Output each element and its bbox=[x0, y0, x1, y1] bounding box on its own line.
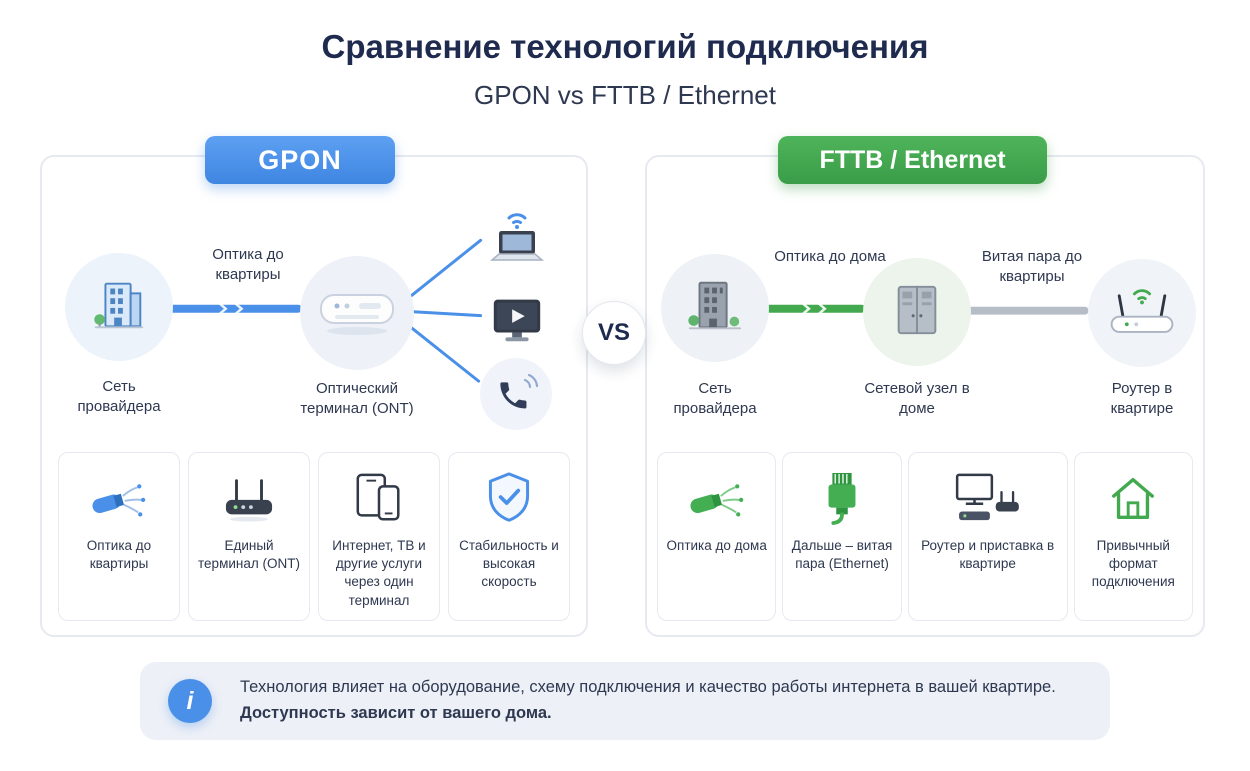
tv-play-icon bbox=[484, 289, 550, 349]
fttb-router-label: Роутер в квартире bbox=[1110, 380, 1174, 417]
tv-router-settop-icon bbox=[953, 467, 1023, 529]
gpon-connection-lines bbox=[162, 238, 483, 383]
building-gray-icon bbox=[684, 275, 746, 342]
laptop-wifi-icon bbox=[482, 195, 552, 279]
ont-router-icon bbox=[220, 467, 278, 529]
vs-badge: VS bbox=[582, 301, 646, 365]
gpon-panel: Сеть провайдера Оптика до квартиры Оптич… bbox=[40, 155, 588, 637]
card-label: Интернет, ТВ и другие услуги через один … bbox=[332, 538, 426, 608]
shield-check-icon bbox=[483, 467, 535, 529]
footer-note: i Технология влияет на оборудование, схе… bbox=[140, 662, 1110, 740]
page-subtitle: GPON vs FTTB / Ethernet bbox=[474, 80, 776, 110]
fttb-node-label: Сетевой узел в доме bbox=[864, 380, 970, 417]
fttb-provider-node bbox=[661, 254, 769, 362]
ont-modem-icon bbox=[315, 285, 399, 342]
card-label: Привычный формат подключения bbox=[1091, 538, 1175, 590]
page-title: Сравнение технологий подключения bbox=[321, 28, 929, 65]
info-icon: i bbox=[168, 679, 212, 723]
gpon-cards: Оптика до квартиры Единый терминал (ONT) bbox=[58, 452, 570, 621]
vs-label: VS bbox=[597, 319, 630, 346]
gpon-terminal-label: Оптический терминал (ONT) bbox=[300, 380, 414, 417]
footer-text: Технология влияет на оборудование, схему… bbox=[240, 675, 1056, 726]
card-label: Единый терминал (ONT) bbox=[198, 538, 300, 572]
fttb-card-twisted-pair: Дальше – витая пара (Ethernet) bbox=[782, 452, 902, 621]
fttb-connection-lines bbox=[764, 301, 1089, 316]
fttb-provider-label: Сеть провайдера bbox=[673, 380, 757, 417]
gpon-header-badge: GPON bbox=[205, 136, 395, 184]
gpon-card-fiber: Оптика до квартиры bbox=[58, 452, 180, 621]
card-label: Оптика до квартиры bbox=[86, 538, 152, 572]
card-label: Стабильность и высокая скорость bbox=[459, 538, 559, 590]
fttb-router-node bbox=[1088, 259, 1196, 367]
gpon-card-terminal: Единый терминал (ONT) bbox=[188, 452, 310, 621]
gpon-card-services: Интернет, ТВ и другие услуги через один … bbox=[318, 452, 440, 621]
fttb-card-router-settop: Роутер и приставка в квартире bbox=[907, 452, 1068, 621]
gpon-provider-label: Сеть провайдера bbox=[77, 378, 161, 415]
card-label: Дальше – витая пара (Ethernet) bbox=[791, 538, 893, 572]
building-icon bbox=[88, 274, 150, 341]
gpon-card-stability: Стабильность и высокая скорость bbox=[448, 452, 570, 621]
ethernet-plug-icon bbox=[817, 467, 867, 529]
multi-devices-icon bbox=[352, 467, 406, 529]
footer-line2: Доступность зависит от вашего дома. bbox=[240, 704, 552, 722]
fttb-link2-label: Витая пара до квартиры bbox=[981, 248, 1083, 285]
fttb-header-badge: FTTB / Ethernet bbox=[778, 136, 1047, 184]
fttb-card-fiber: Оптика до дома bbox=[657, 452, 777, 621]
card-label: Роутер и приставка в квартире bbox=[921, 538, 1055, 572]
footer-line1: Технология влияет на оборудование, схему… bbox=[240, 678, 1056, 697]
fttb-node-circle bbox=[863, 258, 971, 366]
house-icon bbox=[1106, 467, 1160, 529]
gpon-link-label: Оптика до квартиры bbox=[212, 246, 284, 283]
fttb-panel: Сеть провайдера Оптика до дома Сетевой у… bbox=[645, 155, 1205, 637]
gpon-ont-node bbox=[300, 256, 414, 370]
gpon-provider-node bbox=[65, 253, 173, 361]
info-glyph: i bbox=[186, 686, 194, 715]
network-cabinet-icon bbox=[889, 281, 945, 344]
fttb-link1-label: Оптика до дома bbox=[774, 248, 886, 265]
fttb-cards: Оптика до дома Дальше – витая bbox=[657, 452, 1193, 621]
phone-handset-icon bbox=[480, 358, 552, 430]
fiber-cable-green-icon bbox=[688, 467, 746, 529]
card-label: Оптика до дома bbox=[666, 538, 767, 553]
fttb-card-familiar: Привычный формат подключения bbox=[1073, 452, 1193, 621]
wifi-router-icon bbox=[1104, 282, 1180, 345]
fiber-cable-blue-icon bbox=[90, 467, 148, 529]
